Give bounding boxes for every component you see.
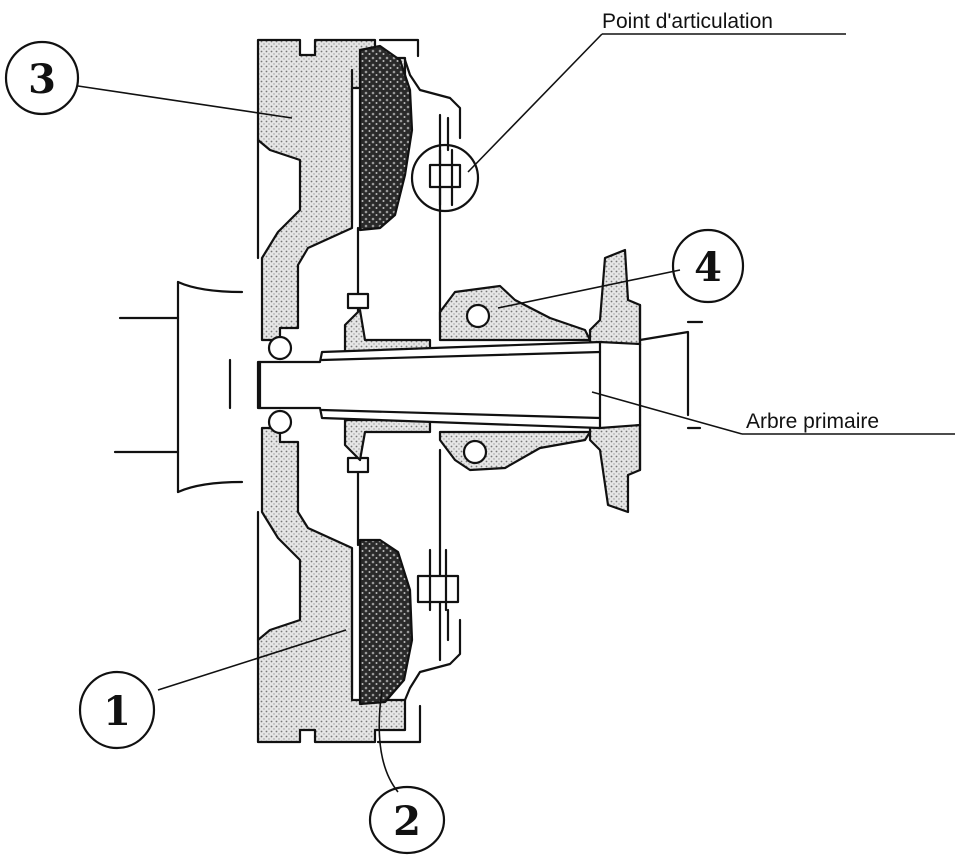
friction-disc (346, 44, 414, 706)
pivot-point-label: Point d'articulation (602, 10, 773, 33)
leader-lines (77, 33, 955, 793)
svg-text:3: 3 (28, 56, 56, 103)
crankshaft-flange (113, 280, 244, 494)
pivot-detail (410, 143, 480, 612)
input-shaft (256, 335, 642, 435)
callout-2: 2 (368, 785, 446, 855)
release-bearing (438, 284, 592, 472)
callout-4: 4 (671, 228, 745, 304)
flywheel (256, 38, 407, 744)
callout-1: 1 (78, 670, 156, 750)
svg-text:4: 4 (694, 244, 722, 291)
svg-text:1: 1 (103, 688, 131, 735)
input-shaft-label: Arbre primaire (746, 410, 879, 433)
gearbox-housing (588, 248, 704, 514)
svg-text:2: 2 (393, 798, 421, 845)
callout-3: 3 (4, 40, 80, 116)
